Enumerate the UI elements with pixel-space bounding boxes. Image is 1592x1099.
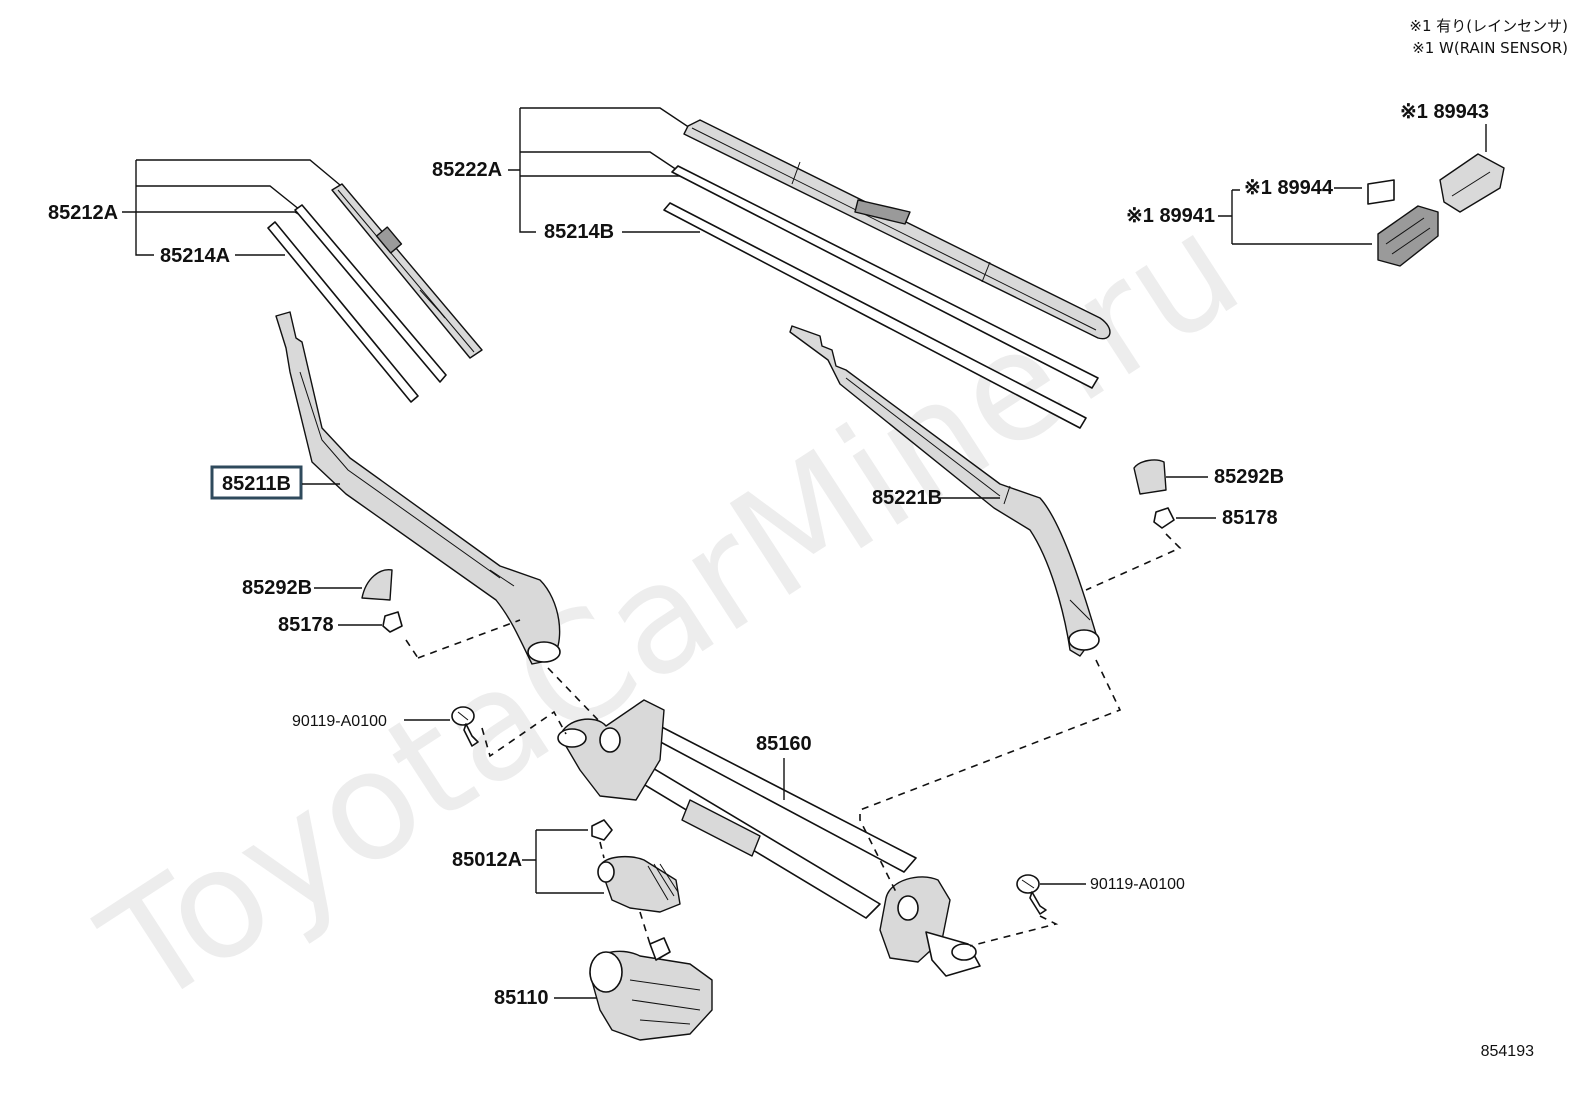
label-85110[interactable]: 85110	[494, 987, 549, 1009]
left-nut-85178[interactable]	[382, 611, 403, 633]
left-wiper-arm-group: 85211B	[210, 311, 561, 665]
right-wiper-blade[interactable]	[683, 119, 1111, 340]
motor-end-cap	[589, 951, 623, 993]
rain-sensor-89941[interactable]	[1377, 205, 1439, 267]
right-pivot-cover-85292B[interactable]	[1133, 459, 1167, 495]
right-blade-rubber-strip[interactable]	[671, 165, 1099, 389]
left-wiper-arm[interactable]	[275, 311, 561, 665]
diagram-number: 854193	[1481, 1043, 1534, 1060]
right-wiper-blade-group: 85222A 85214B	[432, 107, 1111, 429]
label-85178-right[interactable]: 85178	[1222, 507, 1278, 529]
right-bolt-90119[interactable]	[1016, 874, 1047, 915]
left-blade-connector	[375, 226, 403, 254]
right-arm-pivot-cap	[1068, 629, 1100, 651]
right-blade-refill[interactable]	[663, 202, 1087, 429]
label-85012A[interactable]: 85012A	[452, 849, 522, 871]
label-85221B[interactable]: 85221B	[872, 487, 942, 509]
label-89943[interactable]: ※1 89943	[1400, 101, 1489, 123]
motor-bracket-85012A[interactable]	[599, 855, 681, 913]
label-85222A[interactable]: 85222A	[432, 159, 502, 181]
left-arm-pivot-cap	[527, 641, 561, 663]
label-85178-left[interactable]: 85178	[278, 614, 334, 636]
linkage-right-bushing	[951, 943, 977, 961]
wiper-motor-group: 85110	[494, 937, 713, 1041]
linkage-crank	[681, 799, 761, 857]
label-85214A[interactable]: 85214A	[160, 245, 230, 267]
label-89944[interactable]: ※1 89944	[1244, 177, 1334, 199]
motor-bracket-boss	[597, 861, 615, 883]
rain-sensor-gel-89944[interactable]	[1367, 179, 1395, 205]
label-90119-right[interactable]: 90119-A0100	[1090, 876, 1185, 893]
rain-sensor-note-jp: ※1 有り(レインセンサ)	[1409, 17, 1568, 35]
motor-bracket-group: 85012A	[452, 819, 681, 913]
label-90119-left[interactable]: 90119-A0100	[292, 713, 387, 730]
right-blade-connector	[854, 199, 911, 225]
left-wiper-blade-group: 85212A 85214A	[48, 159, 483, 403]
linkage-left-shaft	[599, 727, 621, 753]
label-85214B[interactable]: 85214B	[544, 221, 614, 243]
rain-sensor-group: ※1 89943 ※1 89944 ※1 89941	[1126, 101, 1505, 267]
label-85292B-left[interactable]: 85292B	[242, 577, 312, 599]
linkage-right-shaft	[897, 895, 919, 921]
left-blade-rubber-strip[interactable]	[294, 204, 447, 383]
motor-bracket-nut[interactable]	[591, 819, 613, 841]
label-85292B-right[interactable]: 85292B	[1214, 466, 1284, 488]
bolts-group: 90119-A0100 90119-A0100	[292, 706, 1185, 915]
right-wiper-arm-group: 85221B	[789, 325, 1100, 657]
label-89941[interactable]: ※1 89941	[1126, 205, 1215, 227]
wiper-linkage-group: 85160	[557, 699, 981, 977]
linkage-left-bushing	[557, 728, 587, 748]
assembly-lines	[405, 533, 1182, 947]
left-bolt-90119[interactable]	[451, 706, 479, 747]
rain-sensor-note-en: ※1 W(RAIN SENSOR)	[1412, 39, 1568, 57]
right-caps-group: 85292B 85178	[1133, 459, 1284, 529]
left-pivot-cover-85292B[interactable]	[361, 569, 393, 601]
left-blade-refill[interactable]	[267, 221, 419, 403]
motor-output-shaft	[649, 937, 671, 961]
right-nut-85178[interactable]	[1153, 507, 1175, 529]
label-85212A[interactable]: 85212A	[48, 202, 118, 224]
label-85211B-highlight	[210, 465, 303, 500]
left-caps-group: 85292B 85178	[242, 569, 403, 636]
label-85160[interactable]: 85160	[756, 733, 812, 755]
label-85211B[interactable]: 85211B	[222, 473, 291, 495]
